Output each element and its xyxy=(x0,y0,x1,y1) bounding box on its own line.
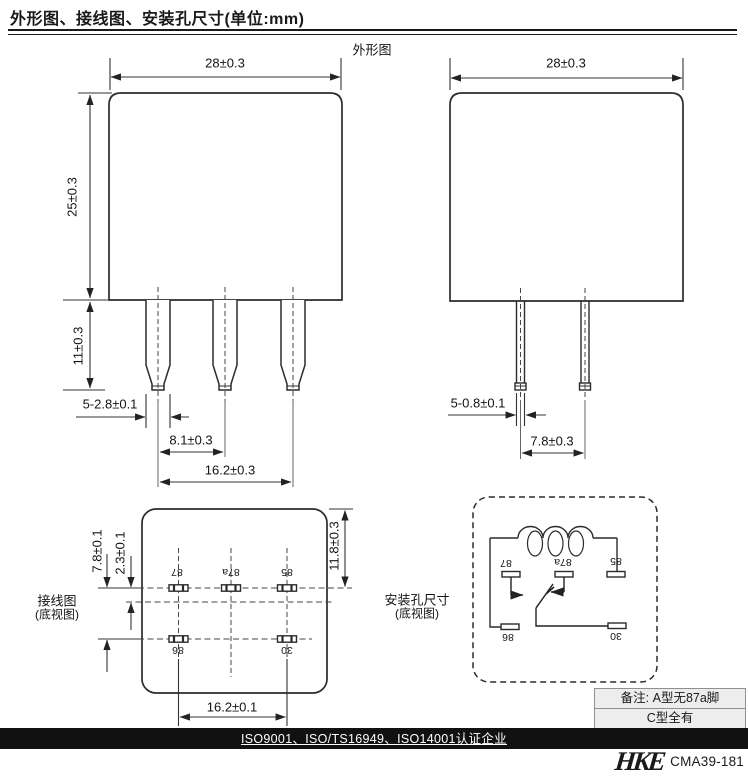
coil xyxy=(517,525,594,557)
wiring-view-label: 接线图 xyxy=(37,593,77,609)
dim-side-pin-pitch: 7.8±0.3 xyxy=(530,433,574,449)
wiring-pin-85: 85 xyxy=(281,566,293,578)
dim-side-pin-thickness: 5-0.8±0.1 xyxy=(450,395,506,411)
schematic-pin-87: 87 xyxy=(500,557,512,569)
dim-front-pin-width: 5-2.8±0.1 xyxy=(82,396,138,412)
schematic-circuit-drawing xyxy=(472,496,658,683)
certification-text: ISO9001、ISO/TS16949、ISO14001认证企业 xyxy=(241,732,507,746)
hke-logo: HKE xyxy=(613,746,665,776)
dim-wiring-top-margin: 11.8±0.3 xyxy=(326,521,342,571)
note-line-2: C型全有 xyxy=(594,708,746,729)
dim-front-height: 25±0.3 xyxy=(64,177,80,217)
schematic-pin-30: 30 xyxy=(610,630,622,642)
schematic-pin-86: 86 xyxy=(502,631,514,643)
dim-front-pin-pitch: 8.1±0.3 xyxy=(169,432,213,448)
note-box: 备注: A型无87a脚 C型全有 xyxy=(594,688,746,729)
outline-view-label: 外形图 xyxy=(352,42,392,58)
schematic-pin-85: 85 xyxy=(610,555,622,567)
dim-front-width: 28±0.3 xyxy=(205,55,245,71)
dim-wiring-pin-span: 16.2±0.1 xyxy=(206,699,258,715)
wiring-pin-87: 87 xyxy=(171,566,183,578)
title-double-rule xyxy=(8,29,737,35)
wiring-view-sublabel: (底视图) xyxy=(35,607,79,622)
schematic-pin-87a: 87a xyxy=(554,556,572,568)
dim-side-width: 28±0.3 xyxy=(546,55,586,71)
wiring-pin-87a: 87a xyxy=(222,566,240,578)
dim-wiring-row-gap: 7.8±0.1 xyxy=(89,529,105,573)
dim-front-pin-span: 16.2±0.3 xyxy=(204,462,256,478)
note-line-1: 备注: A型无87a脚 xyxy=(594,688,746,708)
front-view-drawing xyxy=(63,58,343,487)
dim-front-pin-length: 11±0.3 xyxy=(70,326,86,366)
wiring-pin-86: 86 xyxy=(172,644,184,656)
mounting-view-label: 安装孔尺寸 xyxy=(384,592,450,608)
mounting-view-sublabel: (底视图) xyxy=(395,606,439,621)
wiring-pin-30: 30 xyxy=(281,644,293,656)
wiring-bottom-view-drawing xyxy=(98,508,353,726)
dim-wiring-row-offset: 2.3±0.1 xyxy=(112,531,128,575)
brand-block: HKE CMA39-181 xyxy=(613,746,744,776)
certification-bar: ISO9001、ISO/TS16949、ISO14001认证企业 xyxy=(0,728,748,749)
side-view-drawing xyxy=(448,58,684,459)
page-title: 外形图、接线图、安装孔尺寸(单位:mm) xyxy=(10,11,305,28)
doc-number: CMA39-181 xyxy=(670,754,744,769)
